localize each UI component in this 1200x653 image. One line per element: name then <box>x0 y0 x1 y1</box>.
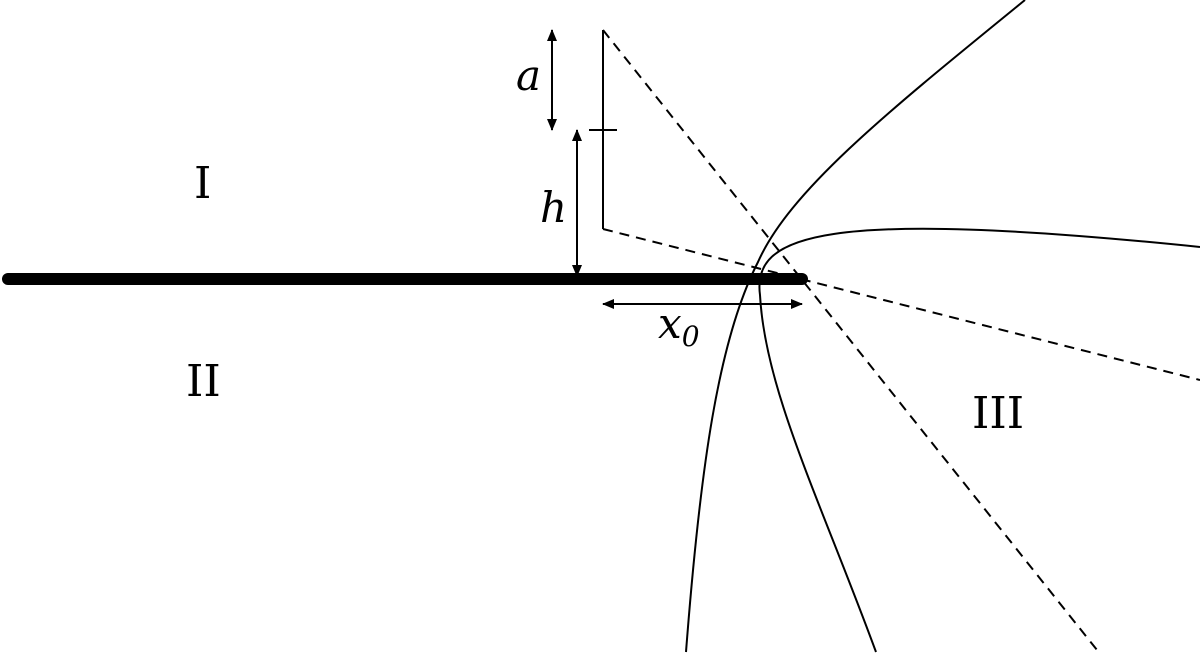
label-h: h <box>540 183 567 232</box>
dashed-boundary-lower <box>602 228 1200 381</box>
label-x0-base: x <box>658 299 682 348</box>
label-x0-subscript: 0 <box>682 320 700 353</box>
label-x0: x0 <box>658 299 700 353</box>
label-a: a <box>516 51 541 100</box>
curve-rising <box>685 0 1026 653</box>
region-label-1: I <box>194 158 211 209</box>
region-label-2: II <box>186 356 221 407</box>
curve-folding <box>758 227 1200 653</box>
region-label-3: III <box>972 388 1024 439</box>
dashed-boundary-upper <box>602 29 1098 651</box>
